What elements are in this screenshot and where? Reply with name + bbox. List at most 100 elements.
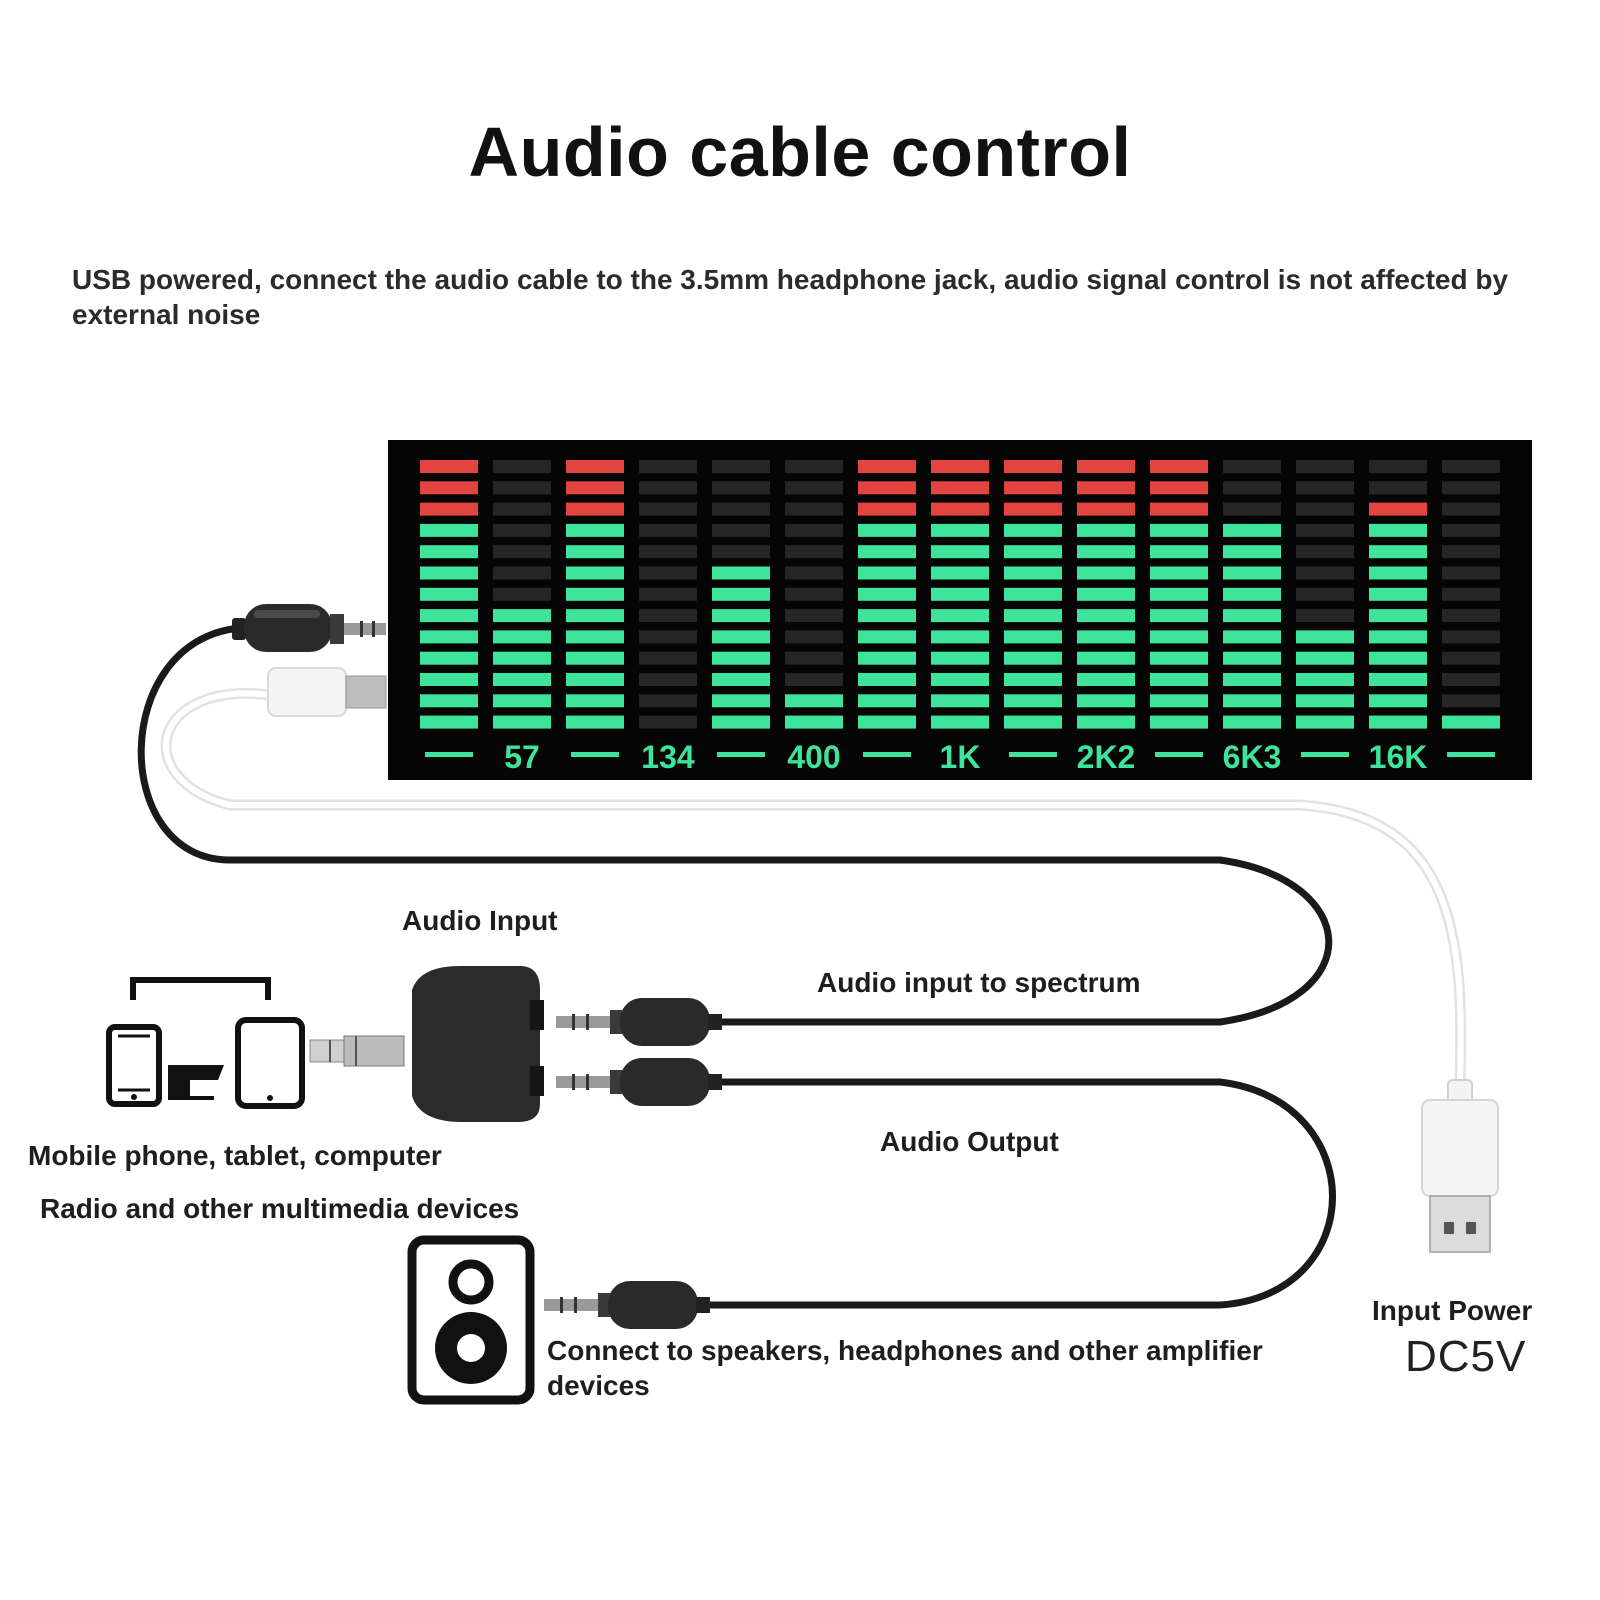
led-segment bbox=[1442, 651, 1500, 665]
led-segment bbox=[1077, 609, 1135, 623]
led-segment bbox=[566, 715, 624, 729]
frequency-label: 57 bbox=[504, 739, 540, 775]
led-segment bbox=[493, 481, 551, 495]
led-segment bbox=[1442, 460, 1500, 473]
led-segment bbox=[1369, 651, 1427, 665]
led-segment bbox=[493, 460, 551, 473]
led-segment bbox=[1442, 481, 1500, 495]
band-separator bbox=[1155, 752, 1203, 757]
led-segment bbox=[858, 651, 916, 665]
led-segment bbox=[858, 609, 916, 623]
led-segment bbox=[1442, 523, 1500, 537]
led-segment bbox=[420, 587, 478, 601]
led-segment bbox=[1296, 651, 1354, 665]
led-segment bbox=[1296, 609, 1354, 623]
led-segment bbox=[1369, 715, 1427, 729]
led-segment bbox=[712, 460, 770, 473]
led-segment bbox=[566, 523, 624, 537]
led-segment bbox=[1077, 502, 1135, 516]
led-segment bbox=[1442, 673, 1500, 686]
led-segment bbox=[493, 587, 551, 601]
led-segment bbox=[712, 673, 770, 686]
led-segment bbox=[1223, 566, 1281, 580]
led-segment bbox=[1077, 630, 1135, 644]
led-segment bbox=[712, 502, 770, 516]
led-segment bbox=[858, 545, 916, 559]
led-segment bbox=[712, 481, 770, 495]
led-segment bbox=[1296, 715, 1354, 729]
led-segment bbox=[1150, 715, 1208, 729]
led-segment bbox=[1004, 481, 1062, 495]
led-segment bbox=[493, 523, 551, 537]
page-title: Audio cable control bbox=[468, 113, 1132, 191]
led-segment bbox=[1442, 545, 1500, 559]
led-segment bbox=[785, 587, 843, 601]
frequency-label: 6K3 bbox=[1223, 739, 1282, 775]
led-segment bbox=[639, 566, 697, 580]
spectrum-column bbox=[785, 460, 843, 729]
led-segment bbox=[493, 502, 551, 516]
led-segment bbox=[785, 694, 843, 708]
led-segment bbox=[1223, 481, 1281, 495]
led-segment bbox=[420, 566, 478, 580]
input-power-label: Input Power bbox=[1372, 1295, 1533, 1326]
splitter-adapter-icon bbox=[309, 966, 544, 1122]
led-segment bbox=[639, 694, 697, 708]
led-segment bbox=[1077, 566, 1135, 580]
led-segment bbox=[785, 651, 843, 665]
led-segment bbox=[420, 673, 478, 686]
led-segment bbox=[566, 694, 624, 708]
led-segment bbox=[420, 481, 478, 495]
devices-icon bbox=[106, 977, 305, 1109]
led-segment bbox=[1223, 523, 1281, 537]
led-segment bbox=[566, 673, 624, 686]
led-segment bbox=[712, 694, 770, 708]
led-segment bbox=[712, 587, 770, 601]
led-segment bbox=[1296, 566, 1354, 580]
led-segment bbox=[420, 523, 478, 537]
led-segment bbox=[1369, 630, 1427, 644]
led-segment bbox=[785, 523, 843, 537]
led-segment bbox=[785, 630, 843, 644]
led-segment bbox=[1150, 460, 1208, 473]
led-segment bbox=[1296, 502, 1354, 516]
led-segment bbox=[493, 694, 551, 708]
led-segment bbox=[858, 502, 916, 516]
voltage-label: DC5V bbox=[1405, 1332, 1527, 1381]
led-segment bbox=[785, 673, 843, 686]
audio-output-label: Audio Output bbox=[880, 1126, 1059, 1157]
audio-input-label: Audio Input bbox=[402, 905, 558, 936]
spectrum-column bbox=[1442, 460, 1500, 729]
led-segment bbox=[1150, 566, 1208, 580]
led-segment bbox=[858, 587, 916, 601]
frequency-label: 2K2 bbox=[1077, 739, 1136, 775]
led-segment bbox=[1223, 587, 1281, 601]
led-segment bbox=[931, 609, 989, 623]
led-segment bbox=[1004, 587, 1062, 601]
led-segment bbox=[1442, 587, 1500, 601]
led-segment bbox=[639, 715, 697, 729]
led-segment bbox=[1223, 545, 1281, 559]
led-segment bbox=[639, 502, 697, 516]
led-segment bbox=[1077, 673, 1135, 686]
audio-plug-display-icon bbox=[232, 604, 386, 652]
led-segment bbox=[1223, 630, 1281, 644]
led-segment bbox=[1369, 587, 1427, 601]
speakers-label: Connect to speakers, headphones and othe… bbox=[547, 1335, 1263, 1401]
led-segment bbox=[785, 545, 843, 559]
speaker-icon bbox=[407, 1235, 535, 1405]
led-segment bbox=[639, 481, 697, 495]
led-segment bbox=[1223, 460, 1281, 473]
spectrum-column bbox=[712, 460, 770, 729]
led-segment bbox=[785, 481, 843, 495]
led-segment bbox=[1077, 587, 1135, 601]
led-segment bbox=[931, 502, 989, 516]
frequency-label: 134 bbox=[641, 739, 695, 775]
spectrum-column bbox=[1077, 460, 1135, 729]
led-segment bbox=[639, 460, 697, 473]
led-segment bbox=[566, 502, 624, 516]
led-segment bbox=[1369, 502, 1427, 516]
led-segment bbox=[1150, 630, 1208, 644]
